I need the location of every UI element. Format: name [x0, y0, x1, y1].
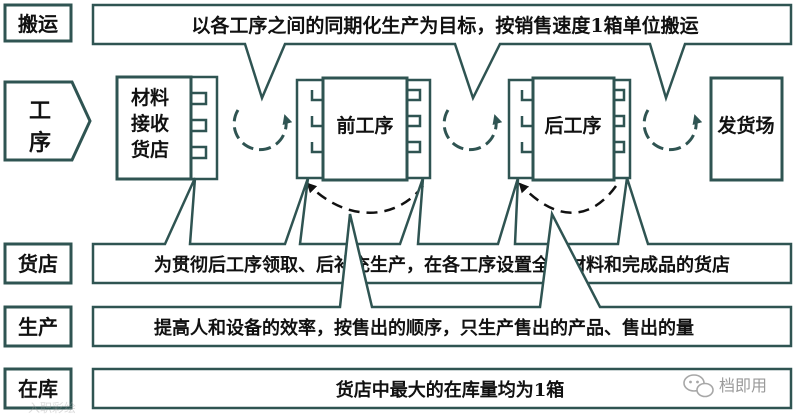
faded-corner-watermark: 入职彩绘	[28, 400, 76, 415]
transport-loop-3	[642, 109, 703, 152]
shipping-area: 发货场	[709, 76, 784, 182]
front-process-out-rack	[407, 78, 432, 180]
wechat-icon	[683, 374, 714, 398]
inventory-row: 在库 货店中最大的在库量均为1箱	[3, 367, 793, 410]
material-store-box	[115, 75, 193, 181]
shipping-box	[709, 76, 784, 182]
shipping-label: 发货场	[716, 114, 774, 137]
production-callout-box	[91, 209, 793, 348]
material-receiving-store: 材料 接收 货店	[115, 75, 219, 181]
brand-watermark: 档即用	[683, 374, 767, 398]
rear-process-label: 后工序	[544, 114, 601, 137]
process-row: 工 序 材料 接收 货店 前工序 后工序	[3, 75, 784, 214]
front-process-box	[321, 76, 409, 182]
rear-process-box	[531, 76, 616, 182]
front-process-label: 前工序	[336, 114, 393, 137]
inventory-callout-box	[91, 367, 793, 410]
store-label-box	[3, 242, 73, 285]
material-store-rack	[191, 75, 219, 181]
process-label-char-1: 工	[29, 98, 51, 124]
store-description: 为贯彻后工序领取、后补充生产，在各工序设置全部材料和完成品的货店	[154, 254, 730, 276]
inventory-description: 货店中最大的在库量均为1箱	[336, 379, 565, 401]
production-row: 生产 提高人和设备的效率，按售出的顺序，只生产售出的产品、售出的量	[3, 209, 793, 348]
rear-process-in-rack	[507, 78, 533, 180]
transport-loop-2	[442, 109, 503, 152]
process-label-chevron	[3, 80, 92, 162]
transport-label-box	[3, 3, 73, 43]
transport-row: 搬运 以各工序之间的同期化生产为目标，按销售速度1箱单位搬运	[3, 3, 793, 103]
rear-process: 后工序	[507, 76, 632, 182]
brand-watermark-text: 档即用	[719, 376, 767, 395]
pull-arrow-front	[306, 182, 424, 214]
inventory-label-box	[3, 367, 73, 410]
process-label-char-2: 序	[29, 130, 51, 156]
store-callout-box	[91, 177, 793, 285]
material-store-line-2: 接收	[131, 112, 169, 135]
transport-callout-box	[91, 3, 793, 103]
store-label: 货店	[18, 252, 58, 276]
transport-label: 搬运	[18, 12, 58, 36]
inventory-label: 在库	[18, 377, 58, 401]
transport-loop-1	[232, 109, 293, 152]
front-process-in-rack	[295, 78, 323, 180]
production-label: 生产	[18, 315, 58, 339]
material-store-line-1: 材料	[131, 86, 169, 109]
transport-description: 以各工序之间的同期化生产为目标，按销售速度1箱单位搬运	[191, 14, 698, 37]
front-process: 前工序	[295, 76, 432, 182]
production-description: 提高人和设备的效率，按售出的顺序，只生产售出的产品、售出的量	[154, 317, 694, 339]
production-label-box	[3, 305, 73, 348]
pull-arrow-rear	[518, 182, 618, 214]
store-row: 货店 为贯彻后工序领取、后补充生产，在各工序设置全部材料和完成品的货店	[3, 177, 793, 285]
material-store-line-3: 货店	[131, 138, 169, 161]
rear-process-out-rack	[614, 78, 632, 180]
